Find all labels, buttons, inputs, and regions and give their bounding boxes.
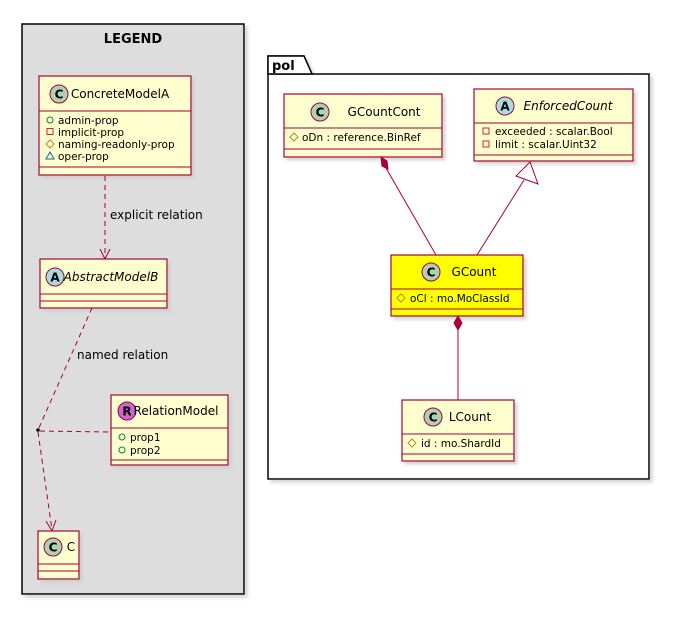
public-visibility-icon	[118, 433, 126, 441]
attribute: oCl : mo.MoClassId	[410, 293, 510, 305]
inheritance-edge-gcount-enforcedcount	[476, 161, 539, 256]
stereotype-letter: A	[500, 100, 510, 114]
class-stereotype-icon	[421, 262, 441, 282]
class-name: C	[67, 540, 75, 554]
private-visibility-icon	[46, 128, 54, 135]
attribute: admin-prop	[58, 115, 119, 127]
named-relation-label: named relation	[77, 348, 168, 362]
composition-edge-gcount-lcount	[453, 314, 463, 400]
attribute: prop1	[130, 432, 161, 444]
protected-visibility-icon	[289, 132, 299, 142]
attribute: naming-readonly-prop	[58, 139, 175, 151]
package-visibility-icon	[45, 150, 55, 160]
class-stereotype-icon	[49, 84, 69, 104]
class-relation-model[interactable]: R RelationModel prop1 prop2	[110, 394, 229, 466]
class-abstract-model-b[interactable]: A AbstractModelB	[39, 258, 168, 309]
class-name: ConcreteModelA	[71, 87, 170, 101]
class-gcount[interactable]: C GCount oCl : mo.MoClassId	[390, 254, 524, 317]
stereotype-letter: R	[122, 405, 131, 419]
stereotype-letter: C	[55, 88, 64, 102]
class-name: AbstractModelB	[63, 270, 159, 284]
composition-diamond-icon	[453, 314, 463, 332]
explicit-relation-label: explicit relation	[110, 208, 203, 222]
stereotype-letter: A	[50, 271, 60, 285]
composition-edge-gcountcont-gcount	[380, 155, 437, 256]
private-visibility-icon	[482, 140, 490, 148]
attribute: prop2	[130, 445, 161, 457]
class-name: RelationModel	[134, 404, 219, 418]
protected-visibility-icon	[396, 293, 406, 303]
package-name: pol	[272, 59, 295, 74]
class-concrete-model-a[interactable]: C ConcreteModelA admin-prop implicit-pro…	[38, 75, 192, 176]
class-stereotype-icon	[423, 407, 443, 427]
named-relation-edge: named relation	[36, 307, 168, 533]
legend-title: LEGEND	[104, 32, 163, 47]
class-enforcedcount[interactable]: A EnforcedCount exceeded : scalar.Bool l…	[473, 88, 634, 162]
class-name: GCount	[452, 265, 497, 279]
association-point	[36, 428, 40, 432]
stereotype-letter: C	[316, 106, 325, 120]
attribute: id : mo.ShardId	[421, 438, 501, 450]
abstract-stereotype-icon	[45, 267, 65, 287]
protected-visibility-icon	[407, 438, 417, 448]
attribute: implicit-prop	[58, 127, 124, 139]
private-visibility-icon	[482, 127, 490, 135]
attribute: exceeded : scalar.Bool	[495, 126, 613, 138]
class-c[interactable]: C C	[37, 530, 80, 580]
class-name: GCountCont	[348, 105, 421, 119]
abstract-stereotype-icon	[495, 96, 515, 116]
class-name: LCount	[449, 410, 492, 424]
relation-stereotype-icon	[117, 401, 137, 421]
composition-diamond-icon	[380, 155, 389, 170]
stereotype-letter: C	[429, 411, 438, 425]
inheritance-triangle-icon	[515, 161, 539, 185]
public-visibility-icon	[118, 446, 126, 454]
public-visibility-icon	[46, 116, 54, 124]
class-stereotype-icon	[43, 537, 63, 557]
protected-visibility-icon	[45, 139, 55, 149]
attribute: oDn : reference.BinRef	[302, 132, 421, 144]
attribute: oper-prop	[58, 151, 109, 163]
attribute: limit : scalar.Uint32	[495, 139, 597, 151]
class-gcountcont[interactable]: C GCountCont oDn : reference.BinRef	[283, 93, 443, 158]
stereotype-letter: C	[427, 266, 436, 280]
class-name: EnforcedCount	[524, 99, 614, 113]
stereotype-letter: C	[49, 541, 58, 555]
class-stereotype-icon	[310, 102, 330, 122]
class-lcount[interactable]: C LCount id : mo.ShardId	[401, 399, 515, 462]
